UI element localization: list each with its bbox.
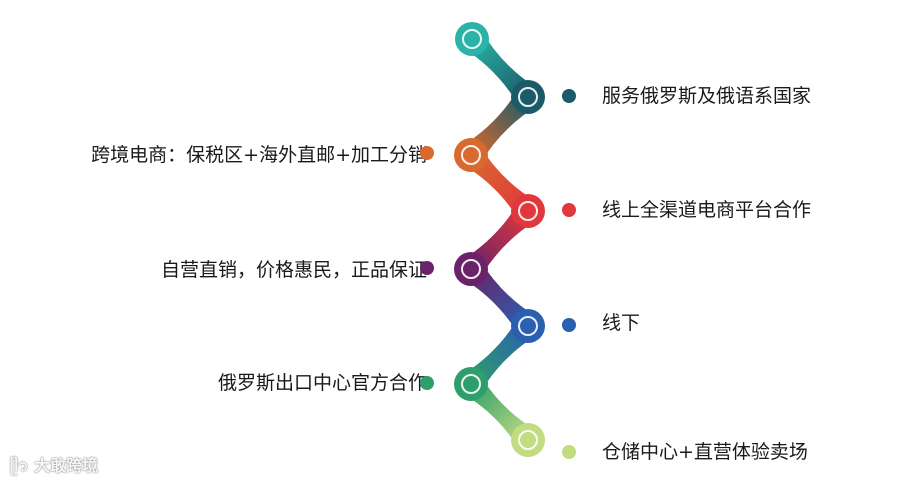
node-0 [455,22,489,56]
bullet-6 [420,376,434,390]
node-3 [511,194,545,228]
bullet-7 [562,445,576,459]
bullet-4 [420,261,434,275]
node-1 [511,80,545,114]
bullet-5 [562,318,576,332]
label-direct-sales: 自营直销，价格惠民，正品保证 [160,259,427,281]
label-serve-russia: 服务俄罗斯及俄语系国家 [602,85,812,107]
watermark-text: 大敢跨境 [34,456,99,475]
node-2 [454,138,488,172]
bullet-2 [420,146,434,160]
node-6 [454,367,488,401]
bullet-1 [562,89,576,103]
label-online-platforms: 线上全渠道电商平台合作 [602,199,812,221]
node-4 [454,252,488,286]
node-7 [511,423,545,457]
label-export-center: 俄罗斯出口中心官方合作 [217,372,427,394]
watermark: ᥫ᭡ 大敢跨境 [10,452,98,483]
label-offline: 线下 [602,312,641,334]
label-warehouse-store: 仓储中心+直营体验卖场 [602,441,808,463]
label-cross-border-ecommerce: 跨境电商：保税区+海外直邮+加工分销 [91,144,427,166]
bullet-3 [562,203,576,217]
watermark-logo-icon: ᥫ᭡ [10,456,35,475]
node-5 [511,309,545,343]
